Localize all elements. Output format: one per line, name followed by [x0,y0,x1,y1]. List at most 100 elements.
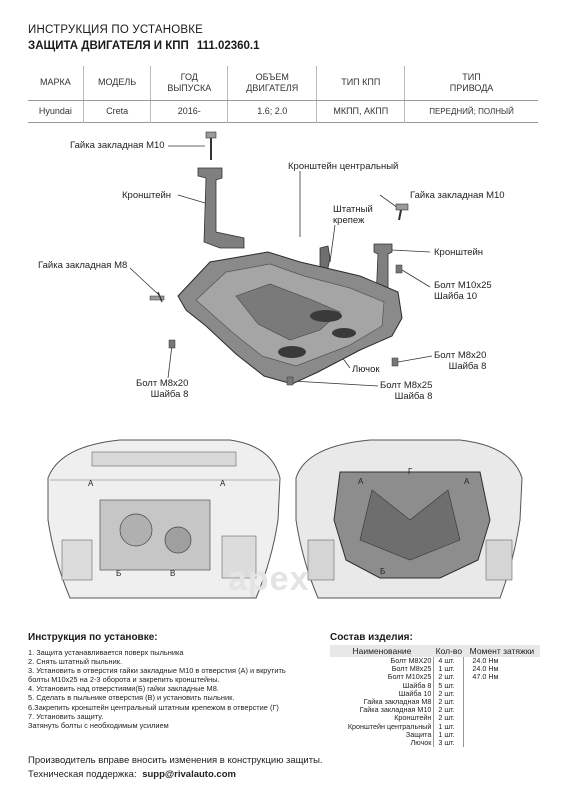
item-qty: 2 шт. [433,714,465,723]
spec-cell: МКПП, АКПП [316,100,406,122]
product-name: ЗАЩИТА ДВИГАТЕЛЯ И КПП [28,40,189,52]
item-qty: 2 шт. [433,673,465,682]
footer-disclaimer: Производитель вправе вносить изменения в… [28,755,323,766]
instruction-step: Затянуть болты с необходимым усилием [28,720,169,730]
spec-cell: 1.6; 2.0 [227,100,318,122]
hatch-3 [332,328,356,338]
callout-bracket-left: Кронштейн [122,190,172,201]
item-qty: 2 шт. [433,697,465,707]
mark-v1: В [170,569,176,578]
composition-table: Наименование Кол-во Момент затяжки Болт … [330,645,540,748]
spec-header: ОБЪЕМ ДВИГАТЕЛЯ [227,66,318,101]
nut-m10-left [205,131,217,160]
item-name: Шайба 10 [330,689,435,699]
callout-bolt-m10: Болт М10х25 Шайба 10 [434,280,492,302]
composition-header: Наименование [330,645,434,657]
instruction-step: 7. Установить защиту. [28,711,104,721]
instruction-step: 4. Установить над отверстиями(Б) гайки з… [28,684,219,694]
mark-a2: А [220,479,226,488]
item-qty: 3 шт. [433,738,465,748]
item-name: Шайба 8 [330,681,435,690]
item-torque [464,698,540,706]
item-name: Болт М8х25 [330,664,435,674]
callout-bracket-right: Кронштейн [434,247,484,258]
vehicle-underside-before [47,439,281,599]
item-qty: 5 шт. [433,681,465,690]
item-torque [464,714,540,722]
instruction-step: 2. Снять штатный пыльник. [28,657,123,667]
instruction-step: 1. Защита устанавливается поверх пыльник… [28,648,184,657]
spec-cell: Creta [83,100,152,122]
composition-title: Состав изделия: [330,632,413,643]
article-number: 111.02360.1 [196,40,260,52]
instructions-list: 1. Защита устанавливается поверх пыльник… [28,648,313,730]
bolt-m10 [395,264,403,274]
item-name: Гайка закладная М10 [330,706,435,715]
composition-header: Кол-во [433,645,464,657]
callout-hatch: Лючок [352,364,380,375]
item-qty: 1 шт. [433,730,465,740]
item-qty: 2 шт. [433,689,465,699]
item-torque [464,682,540,690]
composition-header: Момент затяжки [463,645,540,657]
spec-header: ТИП ПРИВОДА [404,66,538,101]
instruction-step: 3. Установить в отверстия гайки закладны… [28,666,286,676]
item-torque [464,690,540,698]
spec-cell: ПЕРЕДНИЙ; ПОЛНЫЙ [429,106,514,116]
hatch-2 [278,346,306,358]
bolt-m8-right [391,357,399,367]
hatch-1 [310,310,342,322]
item-qty: 2 шт. [433,706,465,715]
item-name: Защита [330,730,435,740]
bolt-m8x25 [286,376,294,386]
item-qty: 4 шт. [433,656,465,666]
instructions-title: Инструкция по установке: [28,632,158,643]
composition-header-row: Наименование Кол-во Момент затяжки [330,645,540,657]
support-label: Техническая поддержка: [28,769,137,780]
spec-header: ГОД ВЫПУСКА [150,66,229,101]
item-name: Кронштейн центральный [330,722,435,731]
spec-cell: 2016- [150,100,229,122]
mark-b1: Б [116,569,122,578]
item-torque [464,731,540,739]
spec-header-row: МАРКА МОДЕЛЬ ГОД ВЫПУСКА ОБЪЕМ ДВИГАТЕЛЯ… [28,66,538,101]
mark-a1: А [88,479,94,488]
spec-cell: Hyundai [28,100,84,122]
nut-m10-right [395,203,409,221]
bracket-left [197,167,245,249]
item-qty: 1 шт. [433,722,465,731]
item-torque: 47.0 Нм [472,672,499,682]
callout-nut-m10-right: Гайка закладная М10 [410,190,505,201]
callout-nut-m10-top: Гайка закладная М10 [70,140,165,151]
item-name: Кронштейн [330,714,435,723]
item-name: Лючок [330,738,435,748]
callout-bolt-m8-right: Болт М8х20 Шайба 8 [434,350,487,372]
callout-bracket-center: Кронштейн центральный [288,161,399,172]
vehicle-underside-after [295,439,523,599]
spec-header: МАРКА [28,66,84,101]
callout-nut-m8: Гайка закладная М8 [38,260,128,271]
bolt-m8-left [168,339,176,349]
spec-row: Hyundai Creta 2016- 1.6; 2.0 МКПП, АКПП … [28,100,538,122]
item-name: Гайка закладная М8 [330,697,435,707]
callout-bolt-m8-left: Болт М8х20 Шайба 8 [136,378,189,400]
mark-b2: Б [380,567,386,576]
item-torque: 24.0 Нм [472,656,499,665]
support-email[interactable]: supp@rivalauto.com [142,769,236,780]
item-torque: 24.0 Нм [472,664,499,674]
item-torque [464,739,540,747]
doc-title: ИНСТРУКЦИЯ ПО УСТАНОВКЕ [28,24,204,36]
mark-a3: А [358,477,364,486]
watermark-logo: аpex [228,560,310,598]
exploded-diagram [47,131,523,599]
mark-g1: Г [408,467,413,476]
instruction-step: 5. Сделать в пыльнике отверстия (В) и ус… [28,693,235,703]
item-name: Болт М8Х20 [330,656,435,666]
